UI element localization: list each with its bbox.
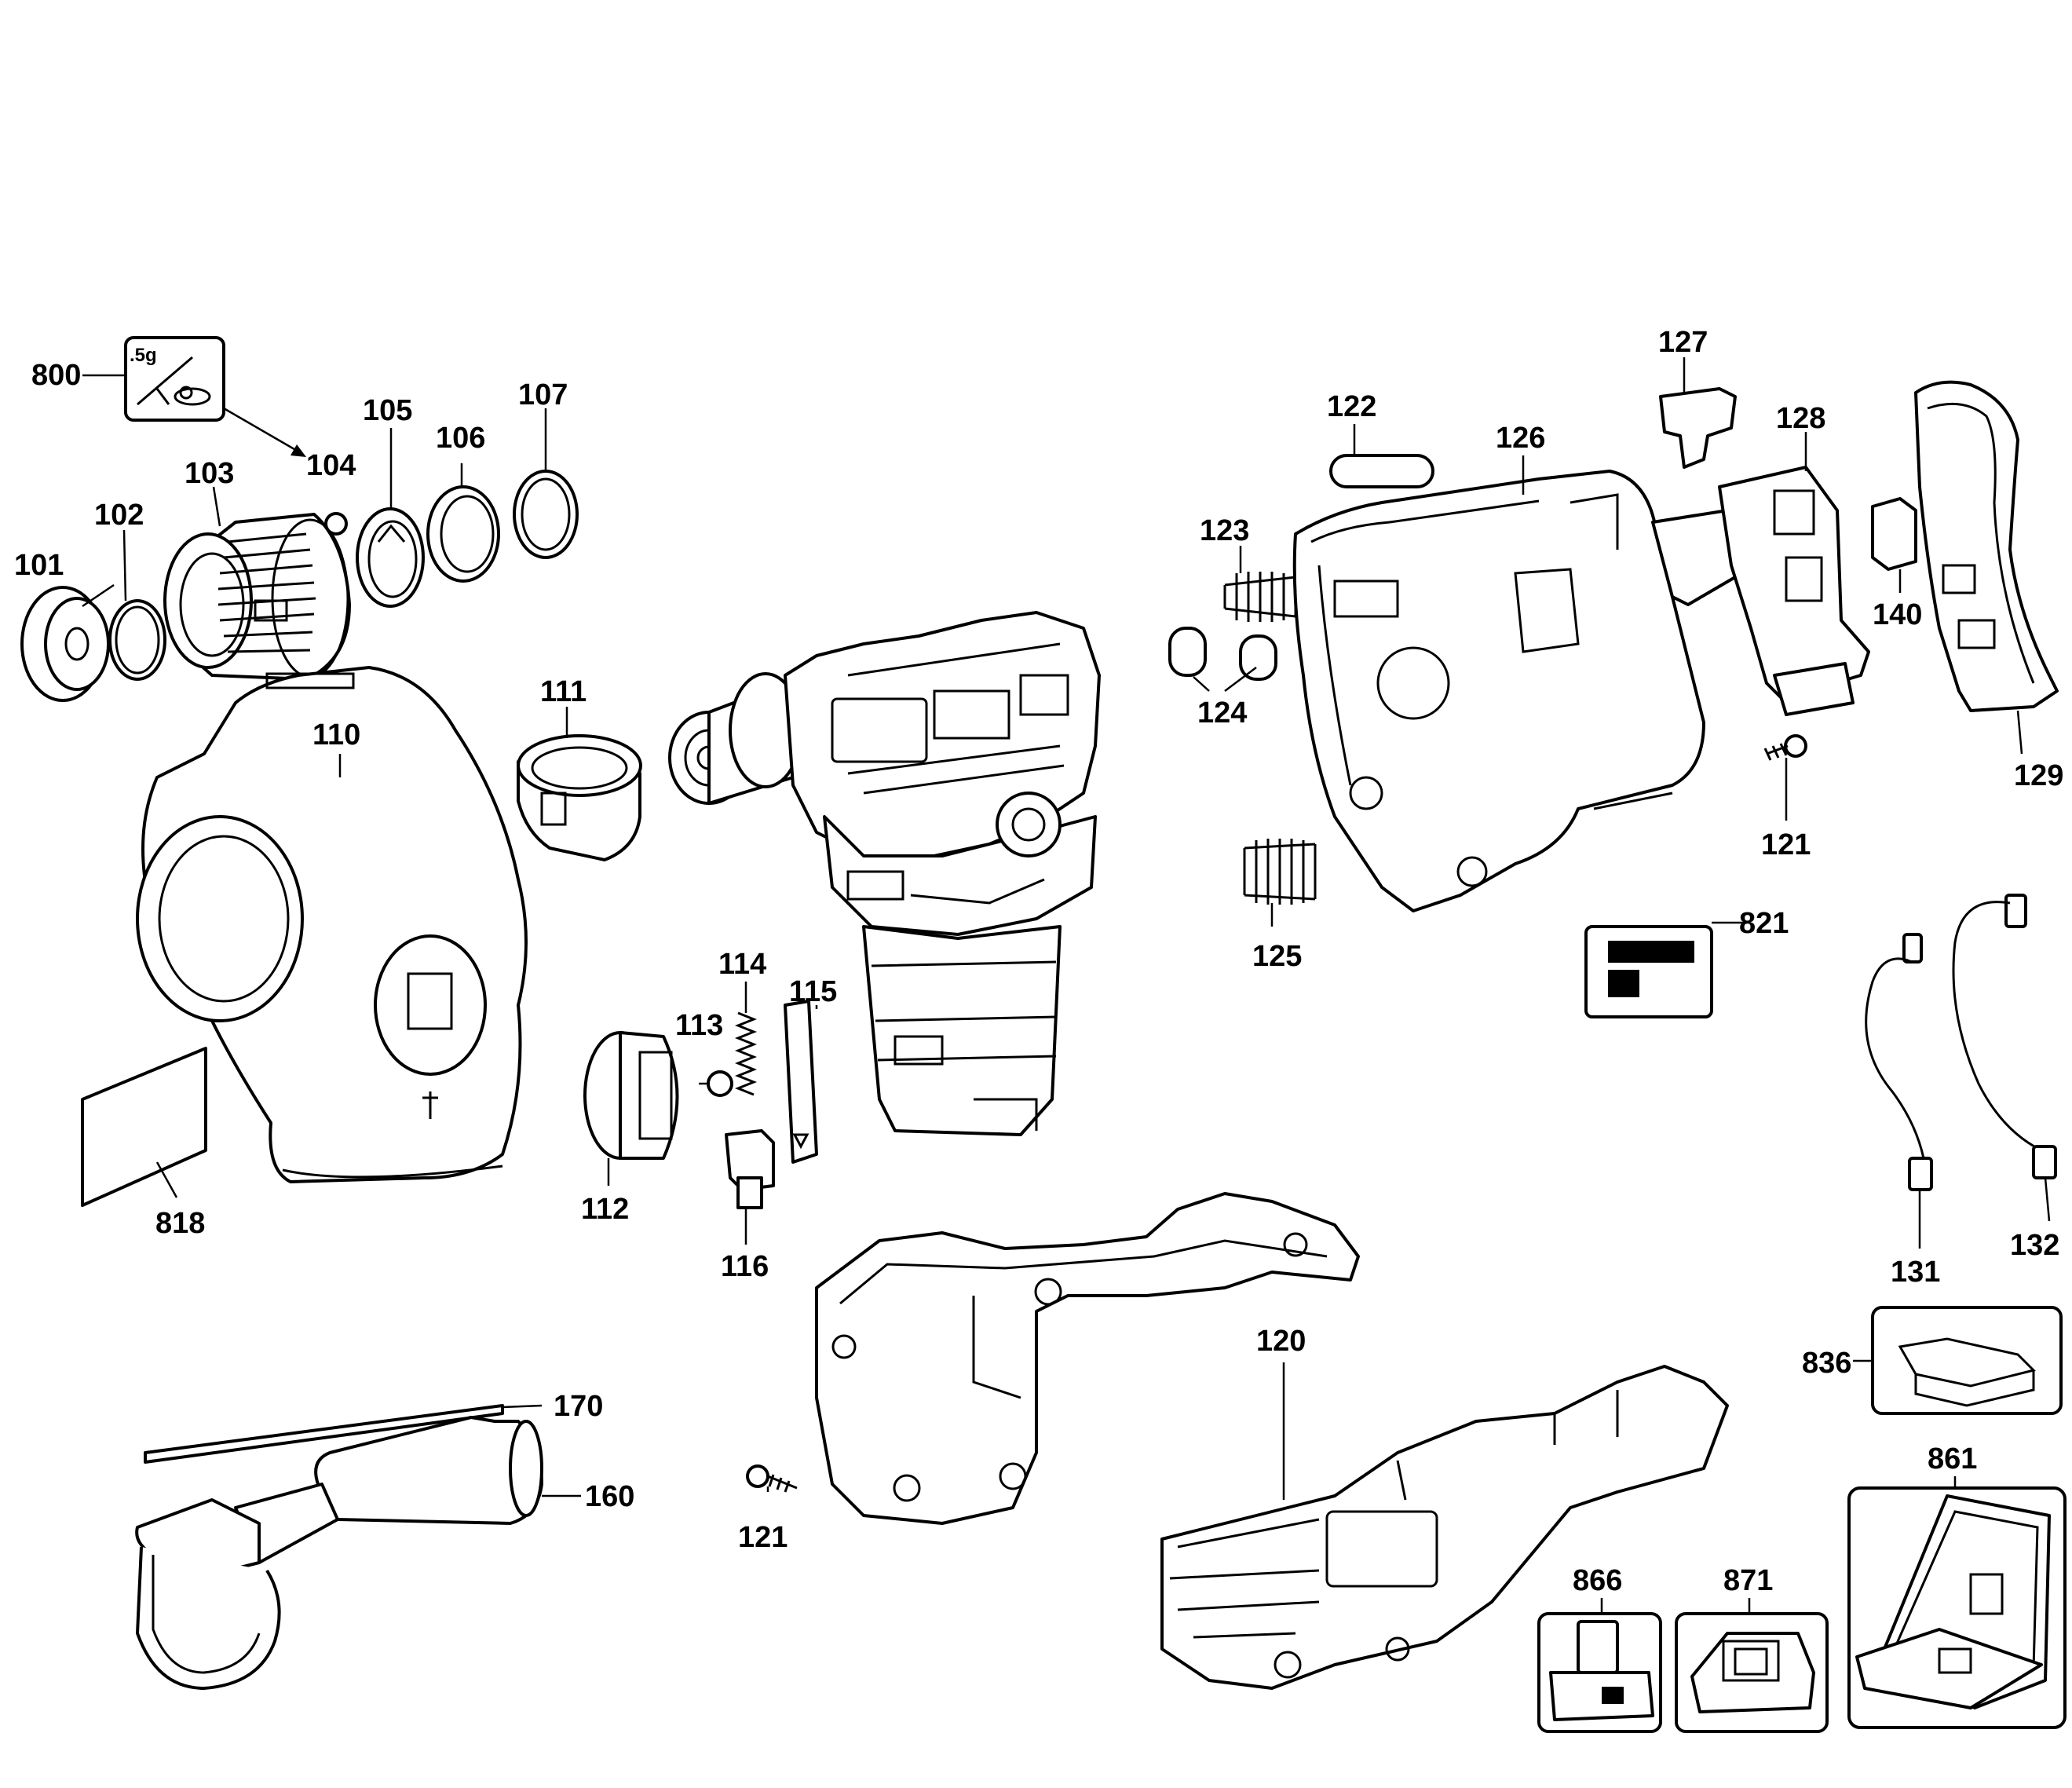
part-121-screw-left [746,1464,798,1493]
part-170-depth-rod [144,1404,543,1464]
label-104: 104 [306,449,356,482]
part-126-housing [1292,470,1705,912]
part-104-ball [324,512,348,536]
label-123: 123 [1200,514,1249,547]
label-127: 127 [1658,326,1708,359]
label-112: 112 [581,1193,629,1226]
part-101-washer [20,586,110,702]
label-5g: .5g [130,345,157,366]
label-107: 107 [518,378,568,411]
part-106-ring [426,485,500,583]
label-821: 821 [1739,907,1789,940]
part-116-actuator [725,1129,775,1209]
label-131: 131 [1891,1256,1940,1289]
label-122: 122 [1327,390,1376,423]
part-866-battery [1537,1612,1662,1733]
part-124-pins [1168,627,1277,692]
part-125-spring [1243,839,1317,905]
label-102: 102 [94,499,144,532]
part-127-clip [1659,387,1737,469]
label-114: 114 [718,948,766,981]
label-871: 871 [1723,1564,1773,1597]
label-836: 836 [1802,1347,1851,1380]
label-110: 110 [312,718,360,751]
part-121-screw-right [1763,734,1807,761]
label-121-left: 121 [738,1521,788,1554]
part-123-spring [1223,572,1297,622]
label-140: 140 [1873,598,1922,631]
label-101: 101 [14,549,64,582]
part-115-slide [784,1000,818,1164]
part-132-wire [1952,894,2057,1179]
label-170: 170 [554,1390,603,1423]
part-122 [1329,454,1434,488]
leader-lines [82,357,2051,1614]
label-129: 129 [2014,759,2063,792]
part-111-cup [517,707,642,861]
part-120-housing-right [1160,1362,1729,1690]
part-128-switch [1651,466,1870,716]
label-111: 111 [540,675,587,708]
label-113: 113 [675,1009,723,1042]
label-106: 106 [436,422,485,455]
label-818: 818 [155,1207,205,1240]
part-110-gear-housing [136,666,528,1183]
label-105: 105 [363,394,412,427]
label-861: 861 [1928,1442,1977,1475]
label-128: 128 [1776,402,1825,435]
label-800: 800 [31,359,81,392]
part-120-housing-left [815,1192,1360,1525]
part-800-grease-kit [82,336,306,457]
part-114-spring [734,1011,758,1096]
label-124: 124 [1197,697,1247,729]
part-140 [1871,497,1917,571]
part-107-ring [513,470,579,559]
label-132: 132 [2010,1229,2059,1262]
part-102-oring [108,599,166,681]
label-103: 103 [185,457,234,490]
label-126: 126 [1496,422,1545,455]
label-116: 116 [721,1250,769,1283]
part-871-charger [1675,1612,1829,1733]
label-115: 115 [789,975,837,1008]
label-160: 160 [585,1480,634,1513]
label-121-right: 121 [1761,828,1811,861]
part-836-battery-clip [1853,1306,2063,1415]
part-113-pin [699,1070,733,1097]
part-160-side-handle [135,1416,581,1690]
part-105-ring [356,507,425,608]
part-131-wire [1865,933,1933,1191]
part-labels: 800 .5g 101 102 103 104 105 106 107 110 … [14,326,2063,1597]
label-120: 120 [1256,1325,1306,1358]
part-861-kit-box [1847,1486,2067,1729]
part-112-selector-knob [583,1031,679,1186]
central-motor-assembly [668,611,1101,1136]
part-818-label [81,1047,207,1207]
label-866: 866 [1573,1564,1622,1597]
label-125: 125 [1252,940,1302,973]
part-103-chuck-sleeve [163,513,351,681]
part-129-handle [1914,380,2059,712]
part-821-label [1584,921,1747,1018]
